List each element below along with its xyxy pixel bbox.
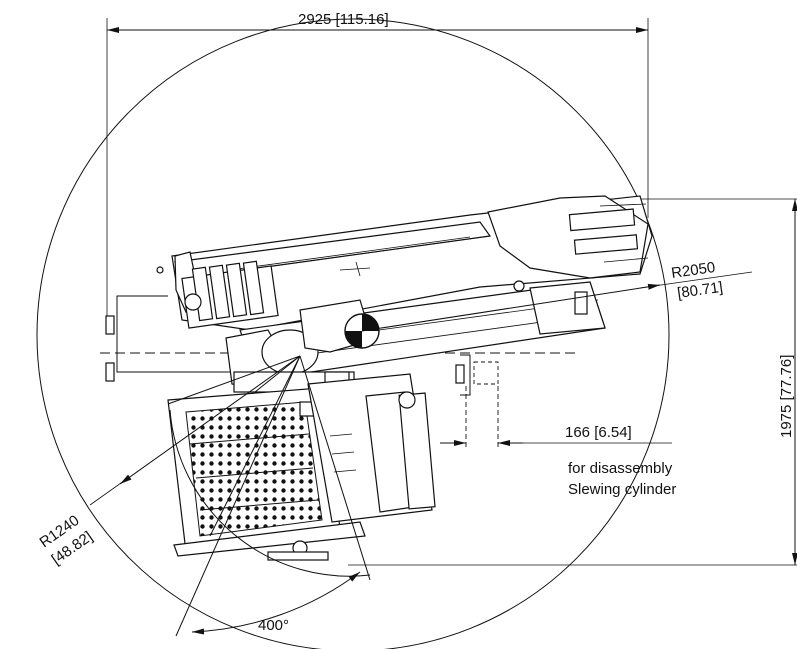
radius-outer-inch-label: [80.71] [676,279,724,302]
note-line-2: Slewing cylinder [568,481,676,498]
slewing-cylinder-outline [465,361,499,448]
dimension-height: 1975 [77.76] [348,198,797,566]
dimension-offset: 166 [6.54] [440,424,672,446]
control-cabinet [307,373,436,523]
small-details [156,261,525,292]
radius-inner-label-group: R1240 [48.82] [37,512,96,568]
dimension-height-label: 1975 [77.76] [778,355,795,438]
dimension-width: 2925 [115.16] [106,11,649,322]
angle-label: 400° [258,617,289,634]
dimension-width-label: 2925 [115.16] [298,11,389,28]
angle-arc [191,571,361,635]
motor-stack [181,260,279,329]
main-body [225,281,606,403]
dimension-offset-label: 166 [6.54] [565,424,632,441]
note-line-1: for disassembly [568,460,673,477]
outline-frame [105,295,471,396]
swing-circle-outer [36,18,670,649]
radius-outer-label-group: R2050 [80.71] [670,259,724,302]
radius-outer-label: R2050 [670,259,716,282]
